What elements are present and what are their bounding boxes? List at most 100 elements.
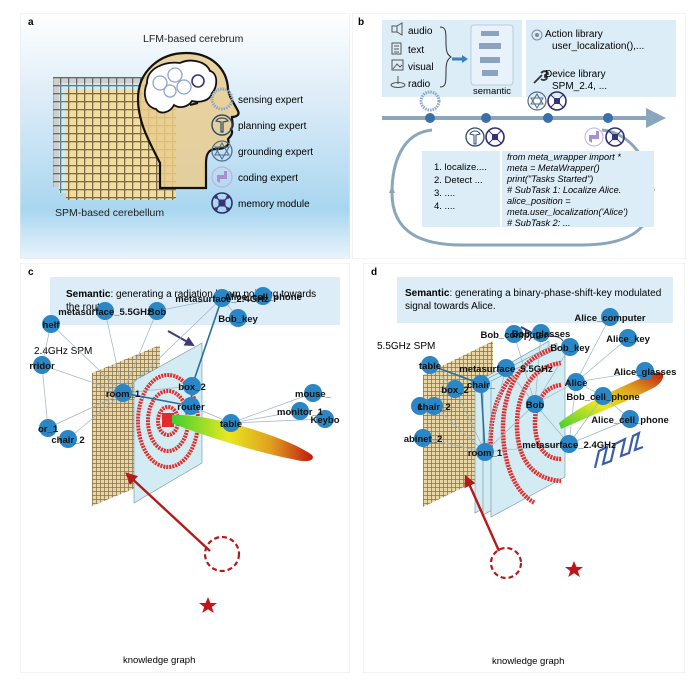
code-line: meta.user_localization('Alice'): [507, 207, 628, 217]
graph-node: [446, 380, 464, 398]
graph-edge: [122, 310, 158, 394]
legend-item-sensing: sensing expert: [210, 87, 303, 111]
graph-node: [414, 429, 432, 447]
radio-icon: [390, 76, 406, 88]
graph-edge: [534, 346, 571, 405]
legend-label: sensing expert: [238, 95, 303, 106]
semantic-description: Semantic: generating a binary-phase-shif…: [405, 288, 661, 299]
graph-node-label: Bob_key: [550, 343, 590, 354]
plan-step: 3. ....: [434, 188, 455, 199]
legend-item-planning: planning expert: [211, 114, 307, 136]
timeline-node: [543, 113, 553, 123]
library-value: SPM_2.4, ...: [552, 81, 607, 92]
graph-node-label: room_1: [106, 389, 141, 400]
semantic-text: : generating a binary-phase-shift-key mo…: [449, 288, 661, 299]
legend-label: coding expert: [238, 173, 298, 184]
library-title: Action library: [545, 29, 603, 40]
semantic-text: : generating a radiation beam pointing t…: [110, 289, 316, 300]
code-box: [502, 151, 654, 227]
panel-b-label: b: [358, 17, 364, 28]
panel-c: c Semantic: generating a radiation beam …: [20, 263, 350, 673]
graph-node: [229, 309, 247, 327]
input-label: radio: [408, 79, 431, 90]
graph-node: [304, 384, 322, 402]
graph-edge: [50, 323, 124, 394]
graph-node: [183, 377, 201, 395]
code-line: meta = MetaWrapper(): [507, 163, 600, 173]
graph-node-label: Alice_cell_phone: [591, 415, 669, 426]
graph-node: [421, 356, 439, 374]
graph-node: [560, 435, 578, 453]
plan-step: 2. Detect ...: [434, 175, 483, 186]
grounding-arrow: [125, 472, 211, 552]
target-highlight-ring: [489, 546, 523, 580]
graph-node-label: Keybo: [310, 415, 339, 426]
graph-node-label: Bob_computer: [480, 330, 547, 341]
graph-node: [42, 315, 60, 333]
plan-step: 4. ....: [434, 201, 455, 212]
graph-node-label: metasurface_5.5GHz: [459, 364, 553, 375]
sensing-expert-icon: [210, 87, 234, 111]
graph-edge: [454, 388, 486, 453]
head-silhouette: [136, 51, 240, 190]
graph-node: [148, 302, 166, 320]
graph-node: [411, 397, 429, 415]
graph-node-label: box_2: [178, 382, 205, 393]
semantic-description: Semantic: generating a radiation beam po…: [66, 289, 316, 300]
graph-node: [619, 329, 637, 347]
graph-node-label: or_1: [38, 424, 59, 435]
graph-edge: [433, 405, 486, 453]
graph-edge: [230, 417, 326, 424]
graph-node-label: table: [220, 419, 242, 430]
graph-node: [33, 356, 51, 374]
graph-node: [114, 384, 132, 402]
code-line: from meta_wrapper import *: [507, 152, 621, 162]
graph-node-label: Bob_key: [218, 314, 258, 325]
library-title: Device library: [545, 69, 606, 80]
timeline-node: [481, 113, 491, 123]
graph-node: [561, 338, 579, 356]
legend-item-memory: memory module: [211, 192, 310, 214]
input-label: text: [408, 45, 424, 56]
graph-edge: [484, 442, 570, 453]
graph-node: [472, 375, 490, 393]
input-label: audio: [408, 26, 433, 37]
graph-edge: [122, 384, 193, 394]
planning-expert-icon: [211, 114, 233, 136]
memory-module-icon: [547, 91, 567, 111]
graph-node-label: chair_2: [417, 402, 450, 413]
graph-node: [594, 387, 612, 405]
graph-node-label: monitor_1: [277, 407, 324, 418]
legend-label: memory module: [238, 199, 310, 210]
graph-edge: [534, 332, 543, 405]
spm-label: 5.5GHz SPM: [377, 341, 435, 352]
libraries-box: [526, 20, 676, 97]
graph-node-label: metasurface_2.4GHz: [175, 294, 269, 305]
legend-label: planning expert: [238, 121, 307, 132]
panel-c-label: c: [28, 267, 34, 278]
graph-edge: [41, 364, 50, 429]
memory-module-icon: [605, 127, 625, 147]
panel-d: d Semantic: generating a binary-phase-sh…: [363, 263, 685, 673]
semantic-description-line2: signal towards Alice.: [405, 301, 496, 312]
semantic-token-stack: [470, 24, 514, 86]
graph-caption: knowledge graph: [123, 655, 195, 666]
graph-edge: [190, 297, 223, 387]
target-star-icon: [565, 561, 583, 577]
graph-node-label: chair_2: [51, 435, 84, 446]
target-star-icon: [199, 597, 217, 613]
coding-expert-icon: [211, 166, 233, 188]
graph-edge: [47, 392, 124, 429]
semantic-label: semantic: [473, 86, 511, 97]
graph-node: [567, 373, 585, 391]
graph-node: [636, 362, 654, 380]
sensing-expert-icon: [419, 90, 441, 112]
graph-node-label: metasurface_2.4GHz: [522, 440, 616, 451]
graph-node-label: rridor: [29, 361, 55, 372]
audio-icon: [391, 22, 403, 36]
semantic-keyword: Semantic: [66, 289, 111, 300]
graph-node-label: Bob: [148, 307, 167, 318]
graph-node-label: abinet_2: [404, 434, 443, 445]
graph-node: [505, 325, 523, 343]
